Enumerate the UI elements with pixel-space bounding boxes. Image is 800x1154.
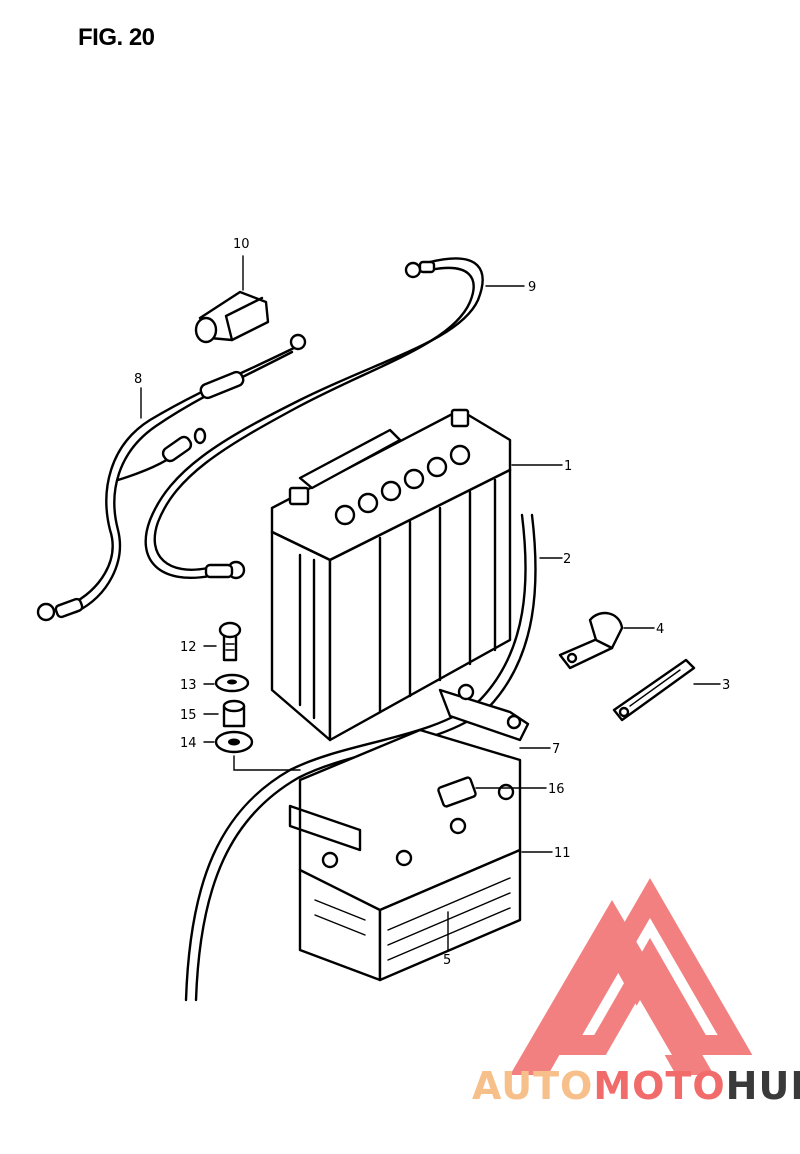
part-8-fuse-cable: [36, 333, 307, 622]
part-12-bolt: [203, 621, 242, 662]
figure-title: FIG. 20: [78, 24, 155, 51]
part-16-clip: [437, 776, 547, 808]
watermark-part-moto: MOTO: [593, 1064, 726, 1108]
part-13-washer: [203, 673, 250, 693]
watermark-logo-icon: [510, 878, 753, 1075]
callout-2: 2: [563, 552, 571, 567]
callout-3: 3: [722, 678, 730, 693]
watermark-text: AUTOMOTOHUB: [472, 1064, 800, 1108]
callout-16: 16: [548, 782, 565, 797]
callout-12: 12: [180, 640, 197, 655]
callout-4: 4: [656, 622, 664, 637]
part-4-cable-clamp: [558, 611, 655, 670]
watermark-part-hub: HUB: [725, 1064, 800, 1108]
part-1-battery: [270, 408, 563, 742]
callout-8: 8: [134, 372, 142, 387]
part-7-bracket: [438, 683, 551, 749]
part-11-battery-case: [288, 728, 553, 982]
part-3-stay-plate: [612, 658, 721, 722]
callout-11: 11: [554, 846, 571, 861]
callout-9: 9: [528, 280, 536, 295]
part-10-terminal-cover: [194, 255, 270, 344]
callout-13: 13: [180, 678, 197, 693]
part-15-collar: [203, 699, 246, 728]
callout-5: 5: [443, 953, 451, 968]
callout-10: 10: [233, 237, 250, 252]
watermark-part-auto: AUTO: [472, 1064, 594, 1108]
callout-1: 1: [564, 459, 572, 474]
callout-14: 14: [180, 736, 197, 751]
part-9-battery-cable: [144, 257, 525, 580]
callout-15: 15: [180, 708, 197, 723]
part-14-cushion: [203, 730, 301, 771]
callout-7: 7: [552, 742, 560, 757]
